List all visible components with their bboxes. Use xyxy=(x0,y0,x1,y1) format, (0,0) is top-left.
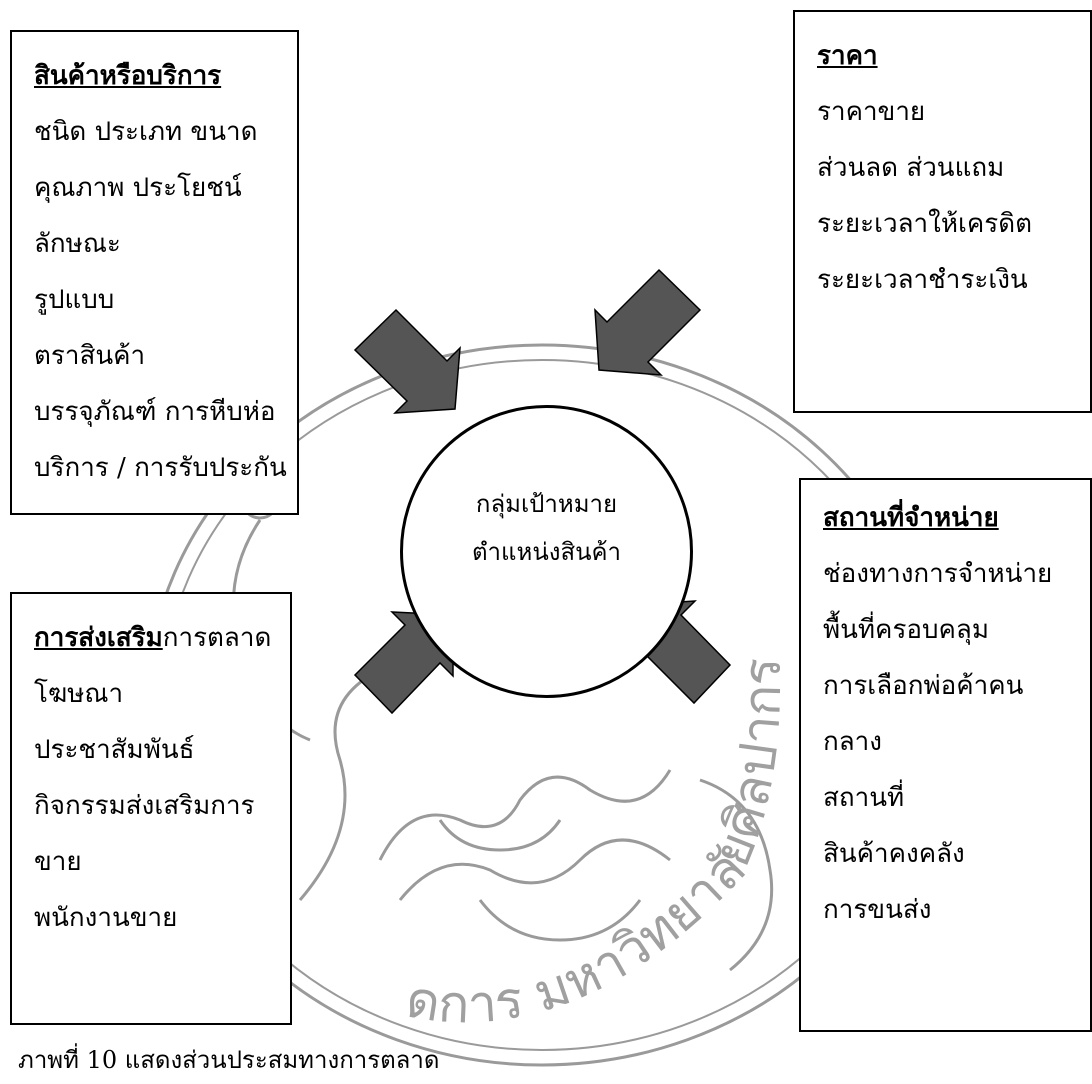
place-box: สถานที่จำหน่าย ช่องทางการจำหน่าย พื้นที่… xyxy=(799,478,1092,1032)
product-box: สินค้าหรือบริการ ชนิด ประเภท ขนาด คุณภาพ… xyxy=(10,30,299,515)
promotion-item: กิจกรรมส่งเสริมการ xyxy=(34,791,255,821)
promotion-item: โฆษณา xyxy=(34,679,124,709)
product-item: ตราสินค้า xyxy=(34,341,146,371)
price-item: ราคาขาย xyxy=(817,97,926,127)
place-item: การขนส่ง xyxy=(823,895,932,925)
arrow-top-right xyxy=(594,268,702,376)
product-item: คุณภาพ ประโยชน์ xyxy=(34,173,242,203)
product-heading: สินค้าหรือบริการ xyxy=(34,61,222,91)
product-item: บรรจุภัณฑ์ การหีบห่อ xyxy=(34,397,276,427)
circle-line-2: ตำแหน่งสินค้า xyxy=(471,538,622,566)
promotion-heading-rest: การตลาด xyxy=(162,623,272,653)
promotion-item: ขาย xyxy=(34,847,82,877)
place-heading: สถานที่จำหน่าย xyxy=(823,503,999,533)
product-item: ชนิด ประเภท ขนาด xyxy=(34,117,258,147)
promotion-box: การส่งเสริมการตลาด โฆษณา ประชาสัมพันธ์ ก… xyxy=(10,592,292,1025)
product-item: ลักษณะ xyxy=(34,229,121,259)
place-item: พื้นที่ครอบคลุม xyxy=(823,615,989,645)
product-item: รูปแบบ xyxy=(34,285,115,315)
price-box: ราคา ราคาขาย ส่วนลด ส่วนแถม ระยะเวลาให้เ… xyxy=(793,10,1092,413)
price-item: ส่วนลด ส่วนแถม xyxy=(817,153,1005,183)
promotion-heading-line: การส่งเสริมการตลาด xyxy=(34,610,290,666)
target-circle-label: กลุ่มเป้าหมาย ตำแหน่งสินค้า xyxy=(400,480,693,576)
promotion-item: พนักงานขาย xyxy=(34,903,178,933)
price-heading: ราคา xyxy=(817,41,878,71)
circle-line-1: กลุ่มเป้าหมาย xyxy=(475,490,618,518)
figure-caption: ภาพที่ 10 แสดงส่วนประสมทางการตลาด xyxy=(18,1046,440,1074)
price-item: ระยะเวลาชำระเงิน xyxy=(817,265,1028,295)
promotion-item: ประชาสัมพันธ์ xyxy=(34,735,195,765)
promotion-heading: การส่งเสริม xyxy=(34,623,163,653)
price-item: ระยะเวลาให้เครดิต xyxy=(817,209,1032,239)
product-item: บริการ / การรับประกัน xyxy=(34,453,287,483)
place-item: ช่องทางการจำหน่าย xyxy=(823,559,1053,589)
place-item: กลาง xyxy=(823,727,882,757)
arrow-top-left xyxy=(353,308,461,414)
place-item: สินค้าคงคลัง xyxy=(823,839,965,869)
target-circle xyxy=(400,405,693,698)
place-item: การเลือกพ่อค้าคน xyxy=(823,671,1024,701)
place-item: สถานที่ xyxy=(823,783,905,813)
